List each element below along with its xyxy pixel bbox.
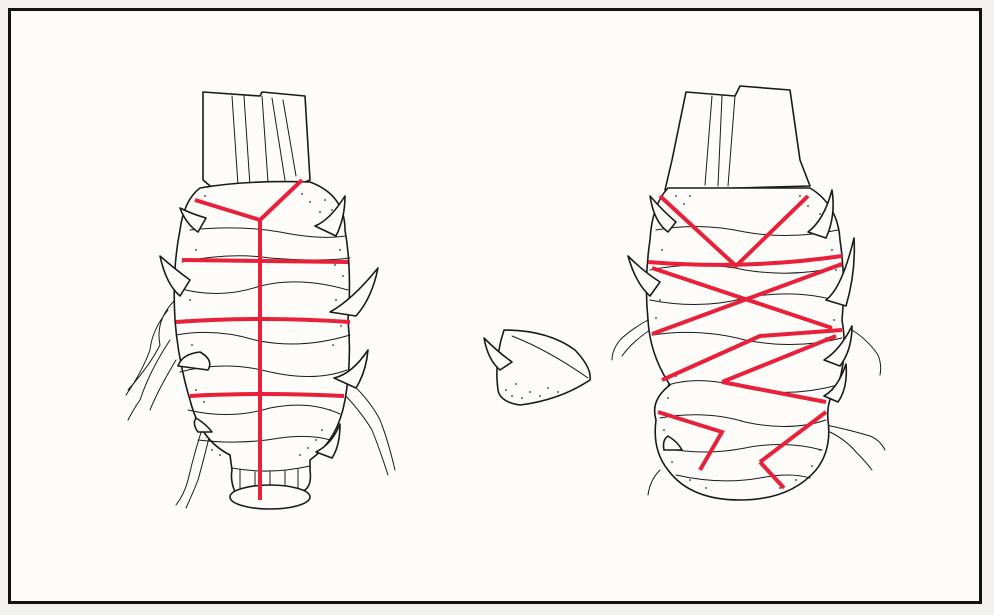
cut-spike-piece <box>484 330 590 405</box>
right-rootball <box>612 86 885 500</box>
cut-piece-body <box>497 330 590 405</box>
left-trunk <box>203 92 310 190</box>
right-trunk <box>665 86 810 190</box>
left-rootball <box>126 92 395 509</box>
